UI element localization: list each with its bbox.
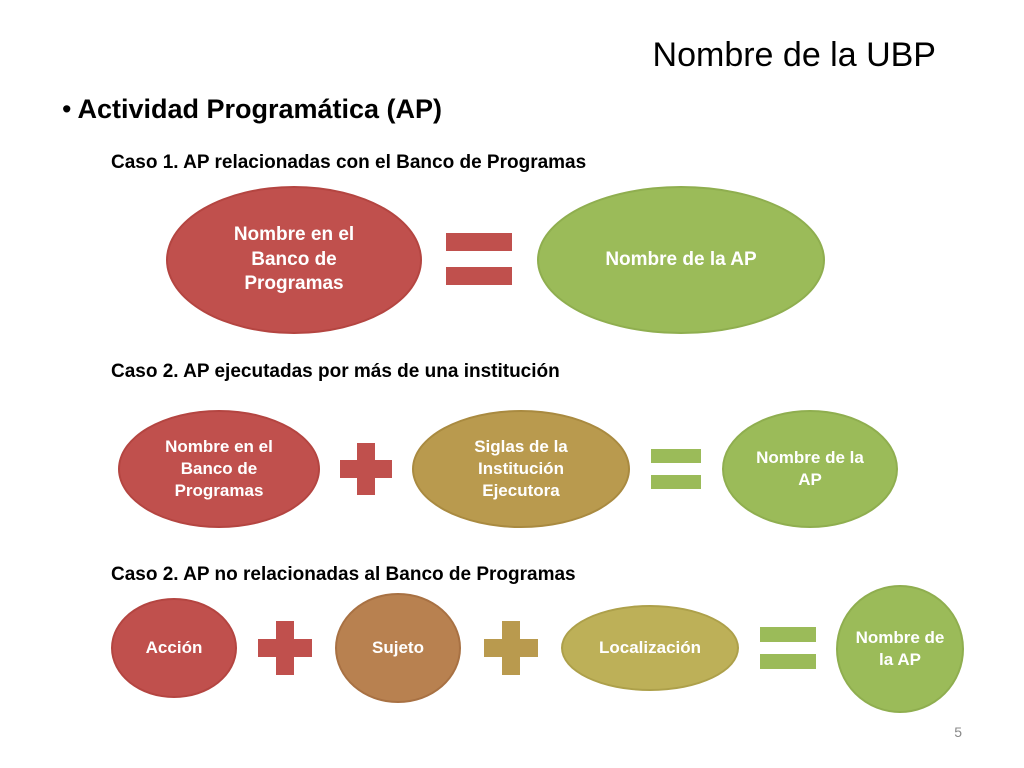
case3-term-sujeto-label: Sujeto — [372, 637, 424, 657]
case2-term-banco-programas: Nombre en el Banco de Programas — [118, 410, 320, 528]
case2-heading: Caso 2. AP ejecutadas por más de una ins… — [111, 361, 560, 382]
case3-plus-sign-1 — [258, 621, 312, 675]
case3-term-accion: Acción — [111, 598, 237, 698]
case3-equals-bar-bottom — [760, 654, 816, 669]
case3-term-localizacion-label: Localización — [598, 637, 702, 657]
case3-equals-bar-top — [760, 627, 816, 642]
slide-title: Nombre de la UBP — [652, 36, 936, 74]
case2-equals-bar-bottom — [651, 475, 701, 489]
case2-term-siglas-label: Siglas de la Institución Ejecutora — [474, 436, 568, 501]
case2-plus-bar-horizontal — [340, 460, 392, 478]
case3-result-nombre-ap: Nombre de la AP — [836, 585, 964, 713]
case1-term-banco-programas-label: Nombre en el Banco de Programas — [233, 223, 355, 295]
case2-equals-sign — [651, 449, 701, 489]
case1-equals-bar-top — [446, 233, 512, 251]
page-number: 5 — [954, 724, 962, 740]
case1-equals-bar-bottom — [446, 267, 512, 285]
case3-plus2-bar-horizontal — [484, 639, 538, 657]
bullet-heading: •Actividad Programática (AP) — [62, 94, 442, 125]
case3-term-sujeto: Sujeto — [335, 593, 461, 703]
case3-equals-sign — [760, 627, 816, 669]
case2-term-banco-programas-label: Nombre en el Banco de Programas — [165, 436, 273, 501]
case2-term-siglas-institucion: Siglas de la Institución Ejecutora — [412, 410, 630, 528]
case1-equals-sign — [446, 233, 512, 285]
case2-result-label: Nombre de la AP — [756, 447, 864, 489]
case1-result-nombre-ap: Nombre de la AP — [537, 186, 825, 334]
case3-heading: Caso 2. AP no relacionadas al Banco de P… — [111, 564, 576, 585]
case2-equals-bar-top — [651, 449, 701, 463]
bullet-text: Actividad Programática (AP) — [77, 94, 443, 124]
bullet-dot: • — [62, 94, 72, 124]
case1-heading: Caso 1. AP relacionadas con el Banco de … — [111, 152, 587, 173]
case3-term-accion-label: Acción — [145, 637, 203, 657]
case3-plus1-bar-horizontal — [258, 639, 312, 657]
case2-plus-sign — [340, 443, 392, 495]
case1-result-label: Nombre de la AP — [605, 248, 757, 270]
case3-plus-sign-2 — [484, 621, 538, 675]
case3-term-localizacion: Localización — [561, 605, 739, 691]
case3-result-label: Nombre de la AP — [855, 627, 945, 669]
case2-result-nombre-ap: Nombre de la AP — [722, 410, 898, 528]
case1-term-banco-programas: Nombre en el Banco de Programas — [166, 186, 422, 334]
